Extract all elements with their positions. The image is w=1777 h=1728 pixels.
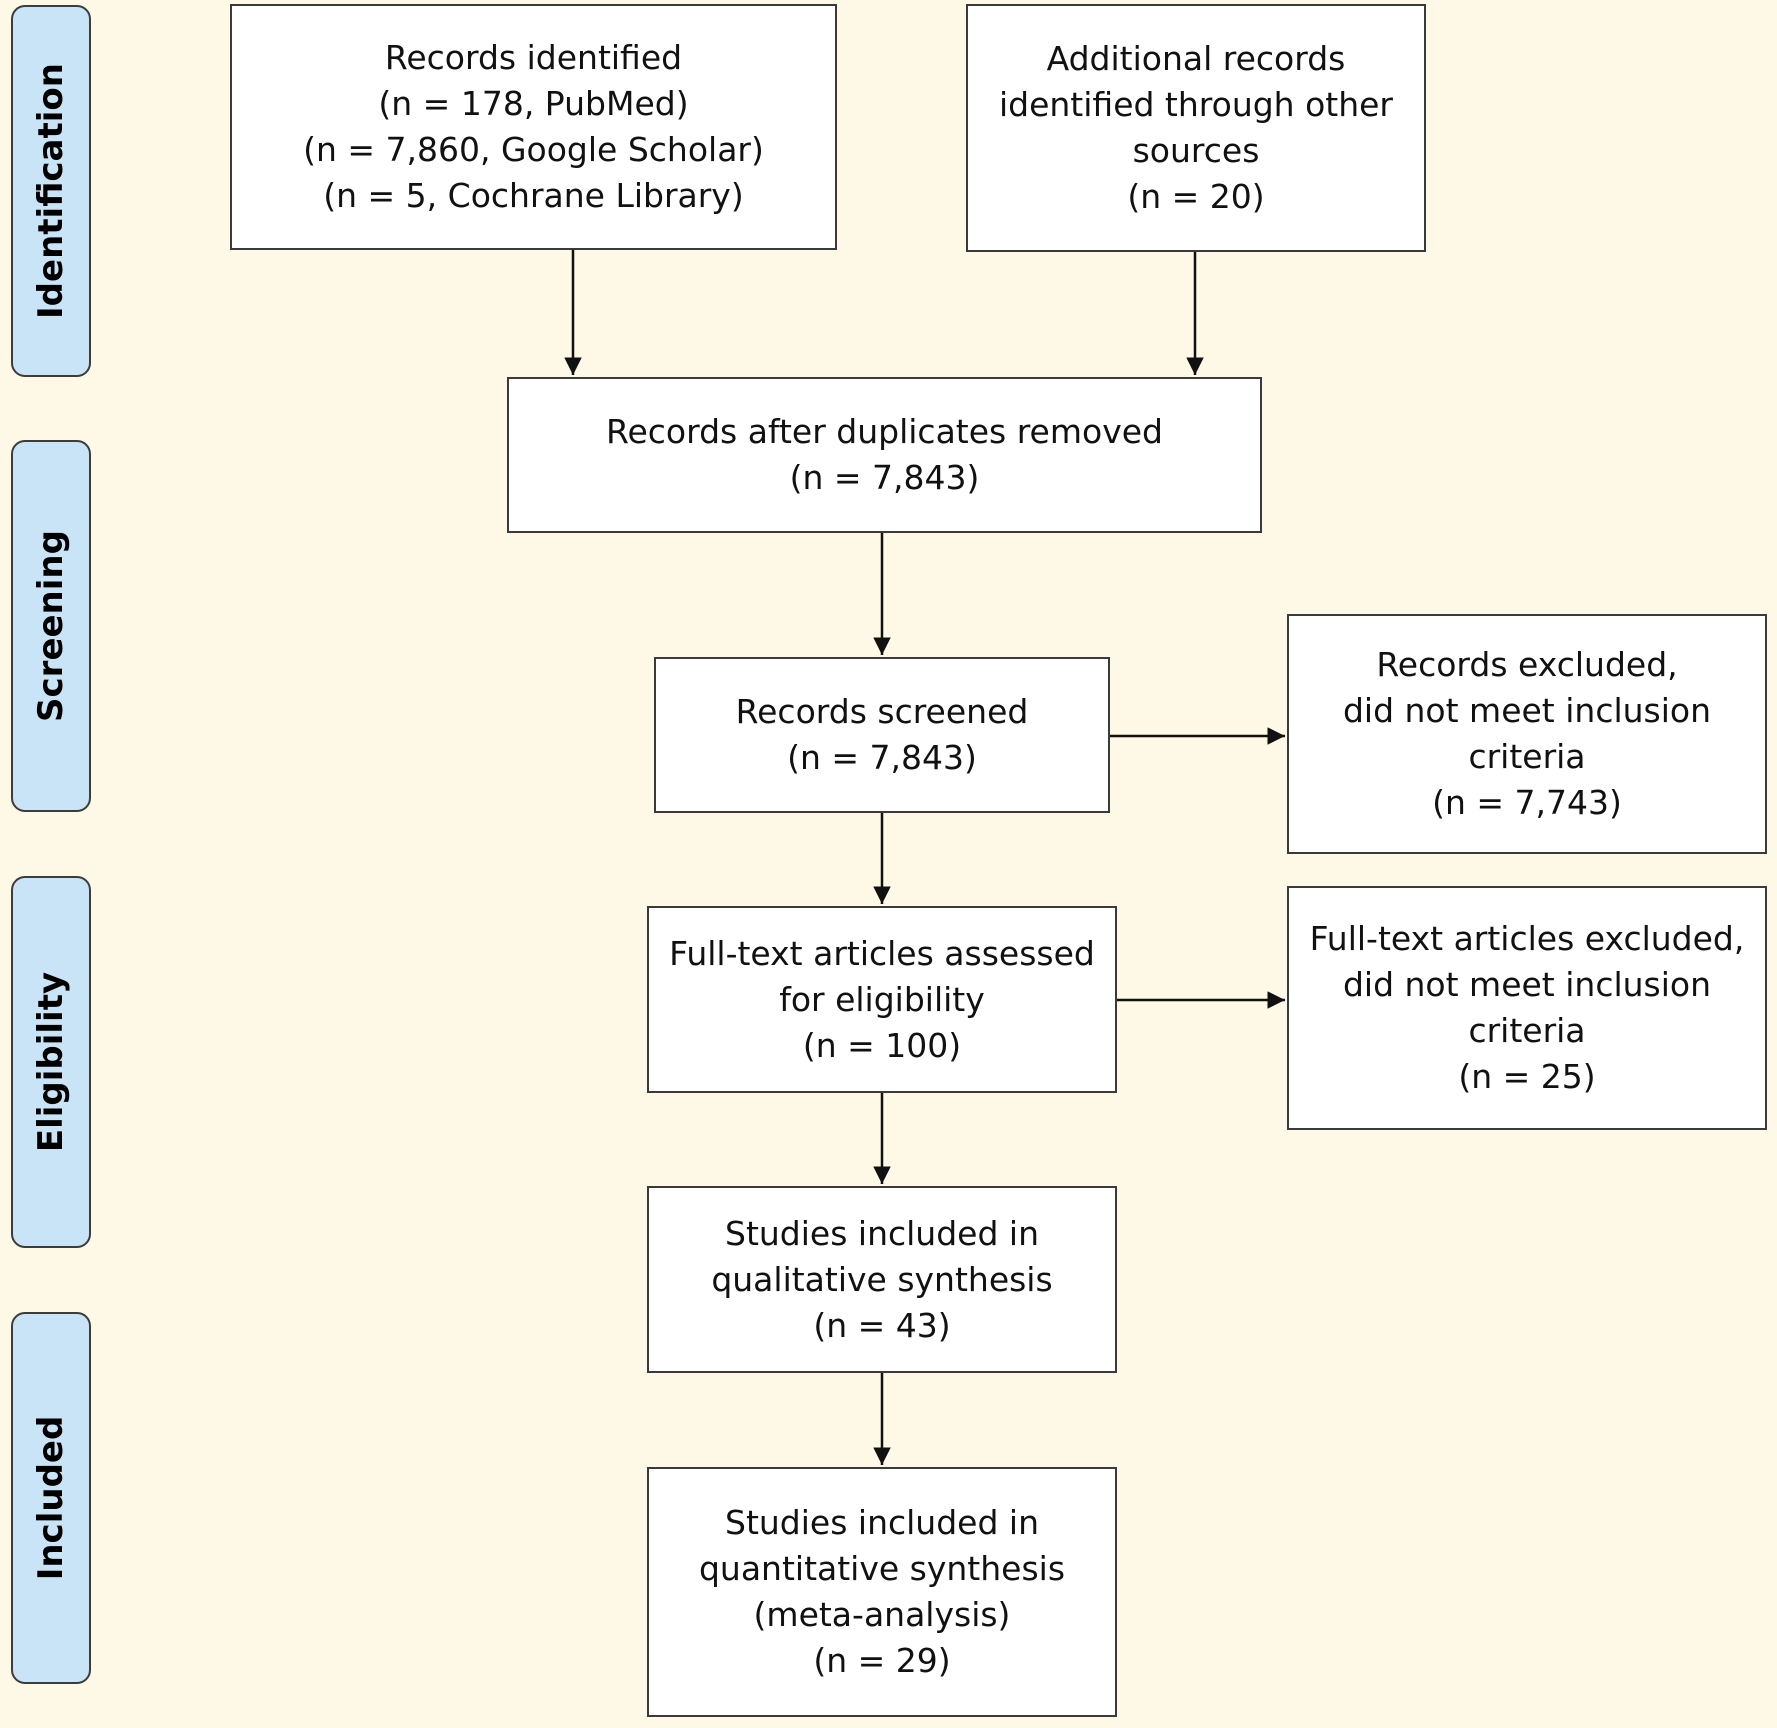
screened-line-1: Records screened [735,692,1029,731]
after-duplicates-line-1: Records after duplicates removed [606,412,1163,451]
records-excluded-line-3: criteria [1468,737,1586,776]
records-excluded-line-4: (n = 7,743) [1432,783,1622,822]
fulltext-excluded-line-3: criteria [1468,1011,1586,1050]
after-duplicates-line-2: (n = 7,843) [789,458,980,497]
qualitative-line-3: (n = 43) [813,1305,951,1345]
quantitative-line-1: Studies included in [725,1503,1039,1542]
records-excluded-box: Records excluded, did not meet inclusion… [1287,614,1767,854]
fulltext-assessed-line-3: (n = 100) [802,1025,962,1065]
quantitative-synthesis-box: Studies included in quantitative synthes… [647,1467,1117,1717]
phase-eligibility: Eligibility [11,876,91,1248]
records-identified-line-3: (n = 7,860, Google Scholar) [303,130,764,169]
fulltext-excluded-line-2: did not meet inclusion [1342,965,1712,1004]
records-identified-line-1: Records identified [384,38,683,77]
fulltext-excluded-line-1: Full-text articles excluded, [1309,919,1745,958]
qualitative-line-2: qualitative synthesis [711,1259,1053,1299]
phase-identification: Identification [11,5,91,377]
phase-included: Included [11,1312,91,1684]
records-after-duplicates-box: Records after duplicates removed (n = 7,… [507,377,1262,533]
records-excluded-line-1: Records excluded, [1376,645,1678,684]
qualitative-line-1: Studies included in [725,1213,1039,1253]
phase-screening: Screening [11,440,91,812]
records-identified-line-2: (n = 178, PubMed) [378,84,689,123]
additional-records-line-3: sources [1132,131,1260,170]
records-screened-box: Records screened (n = 7,843) [654,657,1110,813]
quantitative-line-2: quantitative synthesis [698,1549,1066,1588]
records-identified-line-4: (n = 5, Cochrane Library) [323,176,744,215]
additional-records-box: Additional records identified through ot… [966,4,1426,252]
records-identified-box: Records identified (n = 178, PubMed) (n … [230,4,837,250]
fulltext-assessed-line-2: for eligibility [779,979,985,1019]
qualitative-synthesis-box: Studies included in qualitative synthesi… [647,1186,1117,1373]
fulltext-assessed-line-1: Full-text articles assessed [669,933,1095,973]
quantitative-line-4: (n = 29) [813,1641,951,1680]
additional-records-line-4: (n = 20) [1127,177,1265,216]
fulltext-excluded-line-4: (n = 25) [1458,1057,1596,1096]
records-excluded-line-2: did not meet inclusion [1342,691,1712,730]
quantitative-line-3: (meta-analysis) [753,1595,1011,1634]
screened-line-2: (n = 7,843) [787,738,977,777]
additional-records-line-1: Additional records [1046,39,1346,78]
fulltext-excluded-box: Full-text articles excluded, did not mee… [1287,886,1767,1130]
additional-records-line-2: identified through other [998,85,1394,124]
fulltext-assessed-box: Full-text articles assessed for eligibil… [647,906,1117,1093]
